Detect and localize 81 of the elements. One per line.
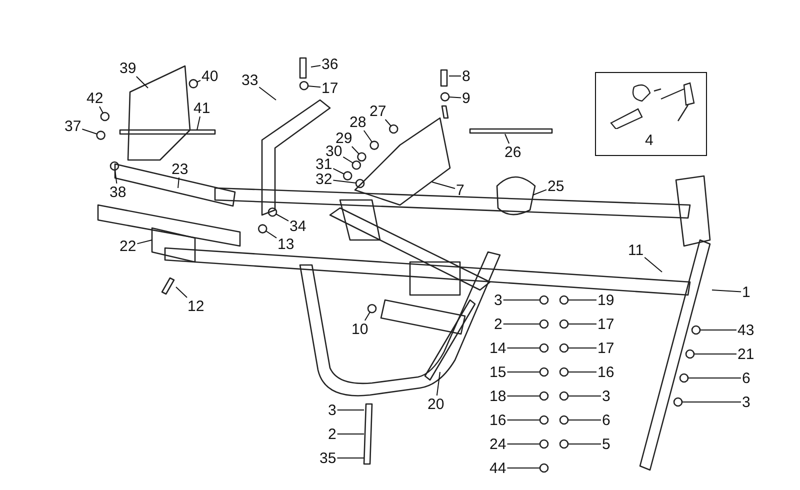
callout-number: 17: [598, 340, 614, 356]
callout-number: 11: [628, 242, 644, 258]
callout-number: 24: [490, 436, 506, 452]
callout-number: 40: [202, 68, 218, 84]
callout-number: 17: [322, 80, 338, 96]
callout-number: 3: [742, 394, 750, 410]
leader-line: [712, 290, 742, 292]
callout-number: 18: [490, 388, 506, 404]
leader-line: [644, 256, 662, 272]
callout-number: 27: [370, 104, 386, 118]
leader-line: [332, 180, 356, 184]
leader-line: [310, 65, 321, 68]
callout-number: 34: [290, 218, 306, 234]
callout-number: 26: [504, 144, 522, 160]
leader-line: [276, 214, 289, 222]
callout-number: 13: [278, 236, 294, 252]
callout-number: 16: [598, 364, 614, 380]
callout-number: 3: [494, 292, 502, 308]
callout-number: 14: [490, 340, 506, 356]
callout-number: 19: [598, 292, 614, 308]
leader-line: [351, 146, 360, 154]
callout-number: 41: [194, 100, 210, 116]
leader-line: [364, 312, 370, 321]
callout-number: 22: [120, 238, 136, 254]
callout-number: 36: [322, 56, 338, 72]
callout-number: 8: [462, 68, 470, 84]
leader-line: [99, 106, 104, 114]
leader-line: [82, 128, 98, 134]
callout-number: 23: [172, 162, 188, 176]
callout-number: 28: [350, 114, 366, 130]
leader-line: [196, 116, 200, 130]
callout-number: 37: [64, 118, 82, 134]
callout-number: 10: [352, 322, 368, 336]
leader-line: [384, 119, 392, 126]
callout-number: 29: [336, 130, 352, 146]
callout-number: 3: [328, 402, 336, 418]
callout-number: 4: [645, 133, 654, 148]
callout-number: 16: [490, 412, 506, 428]
leader-line: [448, 96, 462, 98]
leader-line: [436, 372, 440, 396]
callout-number: 15: [490, 364, 506, 380]
leader-line: [363, 130, 372, 142]
leader-line: [136, 76, 148, 88]
callout-number: 12: [188, 298, 204, 314]
leader-line: [342, 156, 354, 164]
callout-number: 38: [110, 184, 126, 200]
callout-number: 5: [602, 436, 610, 452]
leader-line: [332, 168, 344, 174]
callout-number: 30: [326, 144, 342, 158]
callout-number: 20: [428, 396, 444, 412]
callout-number: 25: [548, 178, 564, 194]
callout-number: 1: [742, 284, 750, 300]
leader-line: [258, 86, 276, 100]
callout-number: 2: [328, 426, 336, 442]
leader-line: [532, 189, 547, 196]
callout-number: 9: [462, 90, 470, 106]
leader-line: [504, 134, 510, 144]
callout-number: 35: [320, 450, 336, 466]
inset-panel: [595, 72, 707, 156]
callout-number: 7: [456, 182, 464, 198]
callout-number: 2: [494, 316, 502, 332]
callout-number: 31: [316, 156, 332, 172]
leader-line: [178, 177, 180, 188]
leader-line: [266, 230, 277, 238]
callout-number: 3: [602, 388, 610, 404]
leader-line: [114, 170, 118, 184]
leader-line: [176, 286, 188, 298]
callout-number: 33: [242, 72, 258, 88]
callout-number: 43: [738, 322, 754, 338]
callout-number: 6: [742, 370, 750, 386]
callout-number: 32: [316, 172, 332, 186]
callout-number: 6: [602, 412, 610, 428]
callout-number: 44: [490, 460, 506, 476]
callout-number: 17: [598, 316, 614, 332]
callout-number: 21: [738, 346, 754, 362]
leader-line: [196, 80, 201, 82]
leader-line: [432, 182, 456, 189]
leader-line: [136, 240, 152, 244]
callout-number: 39: [120, 60, 136, 76]
callout-number: 42: [86, 90, 104, 106]
leader-line: [308, 86, 321, 88]
